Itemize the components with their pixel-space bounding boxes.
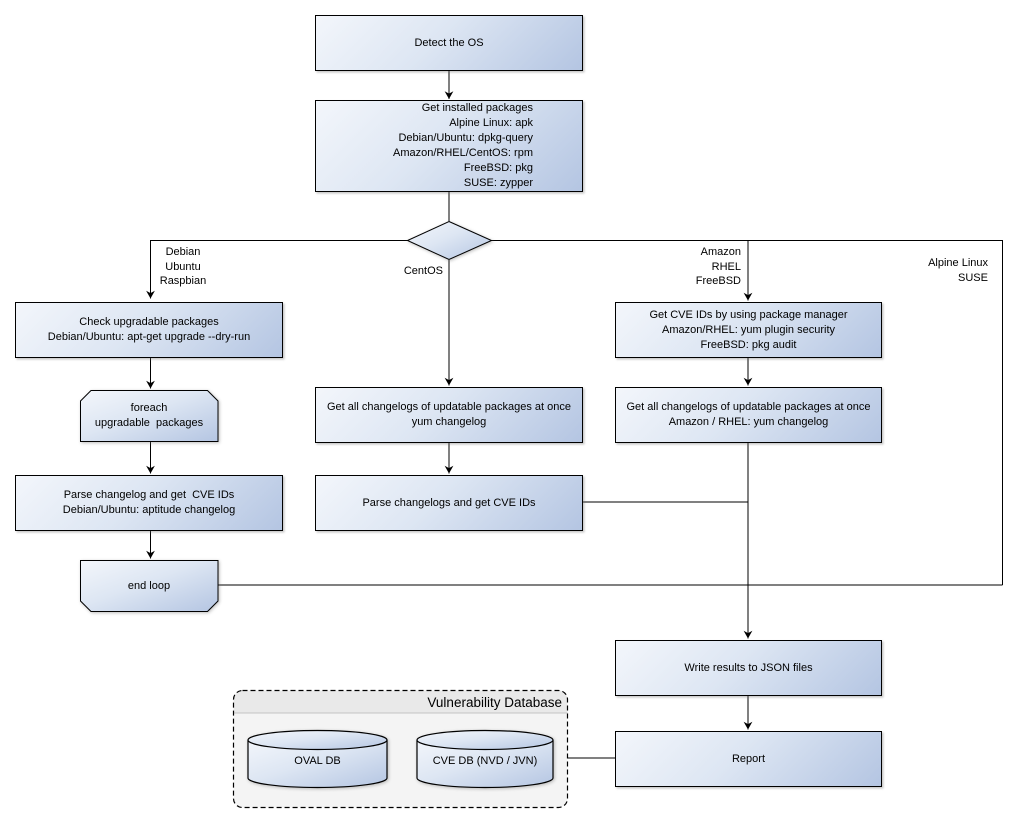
connectors: [146, 71, 1003, 759]
node-parse-changelogs-mid-label: Parse changelogs and get CVE IDs: [362, 496, 536, 509]
node-parse-changelog-left-label: Parse changelog and get CVE IDs Debian/U…: [62, 489, 236, 516]
vulnerability-database-title: Vulnerability Database: [427, 695, 562, 710]
node-report-label: Report: [731, 752, 766, 765]
os-decision-diamond: [406, 220, 493, 261]
database-group-border: [232, 689, 569, 809]
node-get-installed-packages-label: Get installed packages Alpine Linux: apk…: [393, 102, 533, 189]
branch-label-amazon: Amazon RHEL FreeBSD: [695, 246, 741, 287]
node-write-json-label: Write results to JSON files: [684, 661, 813, 674]
branch-label-debian: Debian Ubuntu Raspbian: [159, 246, 207, 287]
oval-db-cylinder: [247, 729, 388, 789]
node-check-upgradable-label: Check upgradable packages Debian/Ubuntu:…: [47, 316, 251, 343]
branch-label-alpine: Alpine Linux SUSE: [928, 257, 988, 284]
cve-db-cylinder: [416, 729, 554, 789]
node-get-cve-ids-pkg-mgr: Get CVE IDs by using package manager Ama…: [615, 302, 882, 358]
node-get-changelogs-right-label: Get all changelogs of updatable packages…: [626, 401, 871, 428]
end-loop-shape: [80, 560, 219, 612]
node-report: Report: [615, 731, 882, 787]
node-check-upgradable: Check upgradable packages Debian/Ubuntu:…: [15, 302, 283, 358]
node-get-changelogs-centos-label: Get all changelogs of updatable packages…: [326, 401, 571, 428]
node-detect-os-label: Detect the OS: [414, 36, 484, 49]
node-get-changelogs-right: Get all changelogs of updatable packages…: [615, 387, 882, 443]
branch-label-centos: CentOS: [403, 265, 443, 277]
node-parse-changelog-left: Parse changelog and get CVE IDs Debian/U…: [15, 475, 283, 531]
node-parse-changelogs-mid: Parse changelogs and get CVE IDs: [315, 475, 583, 531]
database-group-header-band: [233, 690, 568, 713]
foreach-loop-shape: [80, 390, 219, 442]
node-get-cve-ids-pkg-mgr-label: Get CVE IDs by using package manager Ama…: [649, 308, 848, 351]
node-get-changelogs-centos: Get all changelogs of updatable packages…: [315, 387, 583, 443]
connector-decision-alpine-suse-bypass: [491, 240, 1003, 585]
node-write-json: Write results to JSON files: [615, 640, 882, 696]
node-get-installed-packages: Get installed packages Alpine Linux: apk…: [315, 100, 583, 192]
node-detect-os: Detect the OS: [315, 15, 583, 71]
connector-decision-to-check-upgradable: [146, 240, 408, 299]
